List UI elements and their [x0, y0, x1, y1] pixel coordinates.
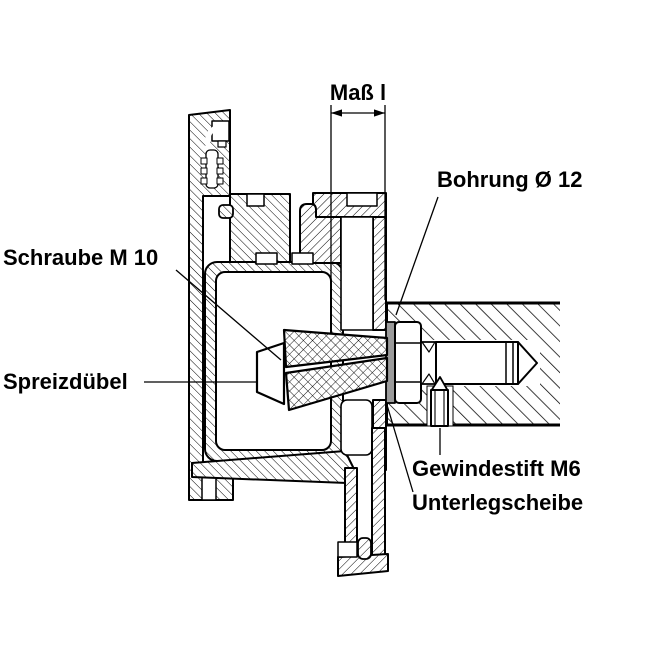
fir-tree-teeth: [200, 157, 224, 185]
set-screw-body: [430, 389, 449, 427]
callout-screw: Schraube M 10: [3, 245, 159, 270]
bolt-neck: [420, 341, 437, 385]
leader-washer: [386, 404, 414, 493]
anchor-arm-lower: [284, 356, 389, 412]
callout-set-screw: Gewindestift M6: [412, 456, 581, 481]
support-pad-left: [255, 252, 278, 265]
clip-notch: [337, 541, 358, 558]
bolt-assembly: [385, 321, 538, 427]
channel-strip-left: [344, 467, 358, 549]
hex-head: [394, 321, 422, 404]
plate-slot-upper: [340, 216, 374, 331]
frame-arm-bump: [218, 204, 234, 219]
dimension-arrow-right: [374, 109, 385, 117]
leader-bore: [395, 196, 439, 316]
channel-strip-right: [371, 427, 386, 567]
frame-arm-notch: [246, 193, 265, 207]
dimension-arrow-left: [331, 109, 342, 117]
leader-screw: [175, 269, 282, 361]
frame-foot-notch: [201, 476, 217, 501]
frame-profile: [188, 109, 354, 501]
callout-bore: Bohrung Ø 12: [437, 167, 583, 192]
annotations: [144, 105, 441, 493]
support-pad-right: [291, 252, 314, 265]
fir-tree-stem: [205, 149, 219, 189]
plate-strip-upper: [372, 216, 387, 331]
callout-washer: Unterlegscheibe: [412, 490, 584, 515]
plate-slot-lower: [340, 399, 373, 456]
mounting-plate: [255, 192, 389, 577]
frame-curl-channel: [205, 124, 227, 160]
screw-head: [255, 341, 286, 406]
expansion-anchor: [255, 328, 389, 412]
frame-top-notch-tab: [217, 140, 227, 148]
anchor-arm-upper: [282, 328, 389, 369]
dimension-label: Maß l: [329, 80, 387, 105]
neck-groove-marks: [421, 341, 436, 385]
clip-knob: [357, 537, 372, 560]
bolt-cone-tip: [517, 341, 538, 385]
plate-top-notch: [346, 192, 378, 207]
callout-expansion-anchor: Spreizdübel: [3, 369, 128, 394]
